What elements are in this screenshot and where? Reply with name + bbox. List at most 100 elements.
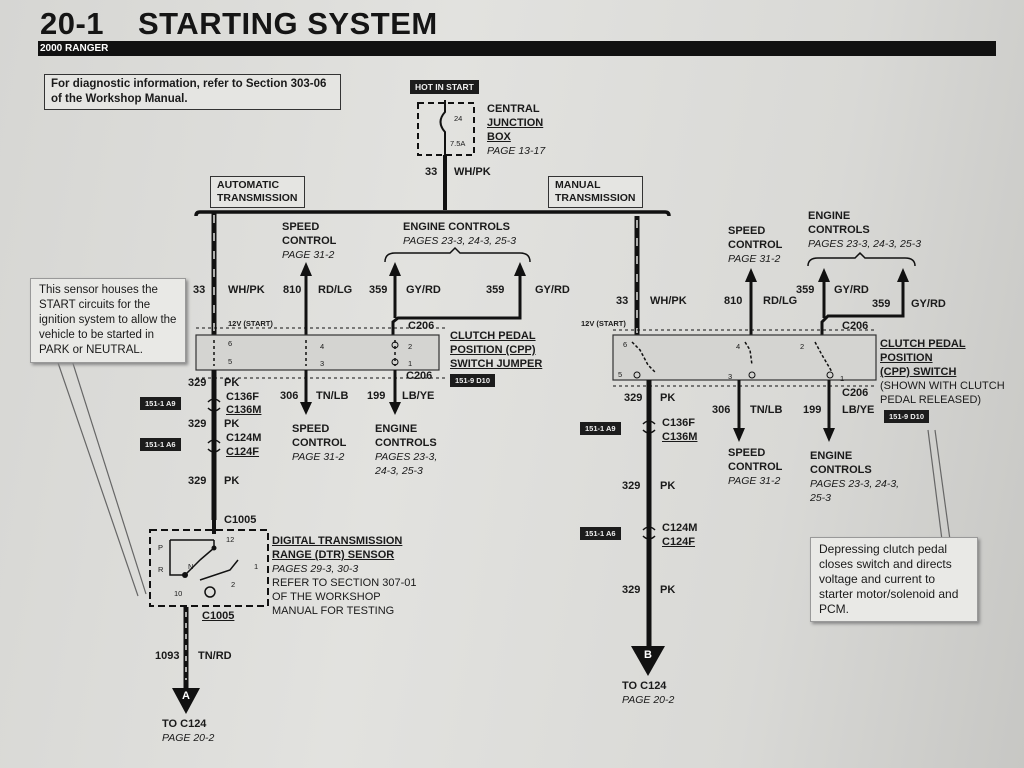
- left-w1093-color: TN/RD: [198, 650, 232, 662]
- cpp-tag: 151-9 D10: [884, 410, 930, 423]
- connector-a-arrow: [172, 688, 200, 714]
- manual-box-line2: TRANSMISSION: [555, 192, 636, 204]
- right-pin-3: 3: [728, 372, 733, 381]
- left-ec2-line2: CONTROLS: [375, 437, 437, 449]
- right-speed-control-2: CONTROL: [728, 239, 783, 251]
- note-left-pointer: [54, 353, 139, 597]
- right-pin-2: 2: [800, 342, 805, 351]
- left-w199-color: LB/YE: [402, 390, 435, 402]
- right-to-c124: TO C124: [622, 680, 667, 692]
- right-w199: 199: [803, 404, 822, 416]
- connector-b-label: B: [644, 649, 652, 661]
- left-w329c: 329: [188, 475, 207, 487]
- left-pin-3: 3: [320, 359, 325, 368]
- dtr-pages: PAGES 29-3, 30-3: [272, 563, 359, 575]
- right-c124f: C124F: [662, 536, 696, 548]
- feed-wire-color: WH/PK: [454, 166, 491, 178]
- right-w359b-color: GY/RD: [911, 298, 946, 310]
- cpp-line5: PEDAL RELEASED): [880, 394, 982, 406]
- right-ec2-pages1: PAGES 23-3, 24-3,: [810, 478, 900, 490]
- cjb-line3: BOX: [487, 131, 511, 143]
- right-c136m: C136M: [662, 431, 698, 443]
- right-w33-color: WH/PK: [650, 295, 687, 307]
- left-pin-5: 5: [228, 357, 233, 366]
- right-tag-a9: 151-1 A9: [580, 422, 621, 435]
- right-w810: 810: [724, 295, 743, 307]
- connector-b-arrow: [631, 646, 665, 676]
- feed-bus: [194, 210, 671, 217]
- right-speed-control-page: PAGE 31-2: [728, 253, 781, 265]
- fuse-rating: 7.5A: [450, 139, 466, 148]
- right-w359b: 359: [872, 298, 891, 310]
- left-ec2-pages1: PAGES 23-3,: [375, 451, 438, 463]
- dtr-pos-r: R: [158, 565, 164, 574]
- jumper-tag: 151-9 D10: [450, 374, 496, 387]
- right-w199-color: LB/YE: [842, 404, 875, 416]
- right-w329c: 329: [622, 584, 641, 596]
- right-w329a: 329: [624, 392, 643, 404]
- right-ec2-pages2: 25-3: [810, 492, 832, 504]
- right-w810-color: RD/LG: [763, 295, 798, 307]
- left-w33-color: WH/PK: [228, 284, 265, 296]
- dtr-ref3: MANUAL FOR TESTING: [272, 605, 395, 617]
- cpp-switch-jumper-box: [195, 334, 440, 371]
- left-pin-2: 2: [408, 342, 413, 351]
- right-c206-bottom: C206: [842, 387, 869, 399]
- right-speed-control-1: SPEED: [728, 225, 766, 237]
- right-w306: 306: [712, 404, 731, 416]
- note-right-pointer: [927, 429, 943, 541]
- right-sc2-page: PAGE 31-2: [728, 475, 781, 487]
- feed-wire-num: 33: [425, 166, 438, 178]
- left-w359a-color: GY/RD: [406, 284, 441, 296]
- left-w329a-color: PK: [224, 377, 240, 389]
- right-to-page: PAGE 20-2: [622, 694, 675, 706]
- auto-box-line2: TRANSMISSION: [217, 192, 298, 204]
- model-label: 2000 RANGER: [40, 43, 109, 54]
- jumper-line2: POSITION (CPP): [450, 344, 536, 356]
- cjb-line1: CENTRAL: [487, 103, 540, 115]
- right-w329c-color: PK: [660, 584, 676, 596]
- right-12v-start: 12V (START): [581, 319, 626, 328]
- dtr-pin-10: 10: [174, 589, 183, 598]
- fuse-number: 24: [454, 114, 463, 123]
- left-tag-a9: 151-1 A9: [140, 397, 181, 410]
- left-w329b-color: PK: [224, 418, 240, 430]
- cpp-switch-box: [612, 334, 877, 381]
- left-w359a: 359: [369, 284, 388, 296]
- dtr-ref1: REFER TO SECTION 307-01: [272, 577, 417, 589]
- dtr-c1005-top: C1005: [224, 514, 257, 526]
- dtr-pos-n: N: [188, 562, 194, 571]
- right-c206-top: C206: [842, 320, 869, 332]
- right-pin-6: 6: [623, 340, 628, 349]
- cjb-page: PAGE 13-17: [487, 145, 546, 157]
- left-pin-6: 6: [228, 339, 233, 348]
- hot-in-start-label: HOT IN START: [410, 80, 479, 94]
- left-ec2-pages2: 24-3, 25-3: [375, 465, 423, 477]
- left-w306-color: TN/LB: [316, 390, 349, 402]
- left-w306: 306: [280, 390, 299, 402]
- left-w810-color: RD/LG: [318, 284, 353, 296]
- right-w33: 33: [616, 295, 629, 307]
- left-12v-start: 12V (START): [228, 319, 273, 328]
- left-w329a: 329: [188, 377, 207, 389]
- wire-359-manual: [820, 280, 905, 335]
- left-speed-control-page: PAGE 31-2: [282, 249, 335, 261]
- right-pin-4: 4: [736, 342, 741, 351]
- header-bar: [38, 42, 996, 56]
- left-w329b: 329: [188, 418, 207, 430]
- cpp-line3: (CPP) SWITCH: [880, 366, 957, 378]
- left-sc2-line1: SPEED: [292, 423, 330, 435]
- left-w810: 810: [283, 284, 302, 296]
- cpp-line4: (SHOWN WITH CLUTCH: [880, 380, 1005, 392]
- wire-359-auto: [391, 270, 522, 335]
- right-ec2-line2: CONTROLS: [810, 464, 872, 476]
- right-sc2-line1: SPEED: [728, 447, 766, 459]
- right-w329b: 329: [622, 480, 641, 492]
- right-ec2-line1: ENGINE: [810, 450, 853, 462]
- dtr-sensor-box: [149, 529, 269, 607]
- right-tag-a6: 151-1 A6: [580, 527, 621, 540]
- left-ec2-line1: ENGINE: [375, 423, 418, 435]
